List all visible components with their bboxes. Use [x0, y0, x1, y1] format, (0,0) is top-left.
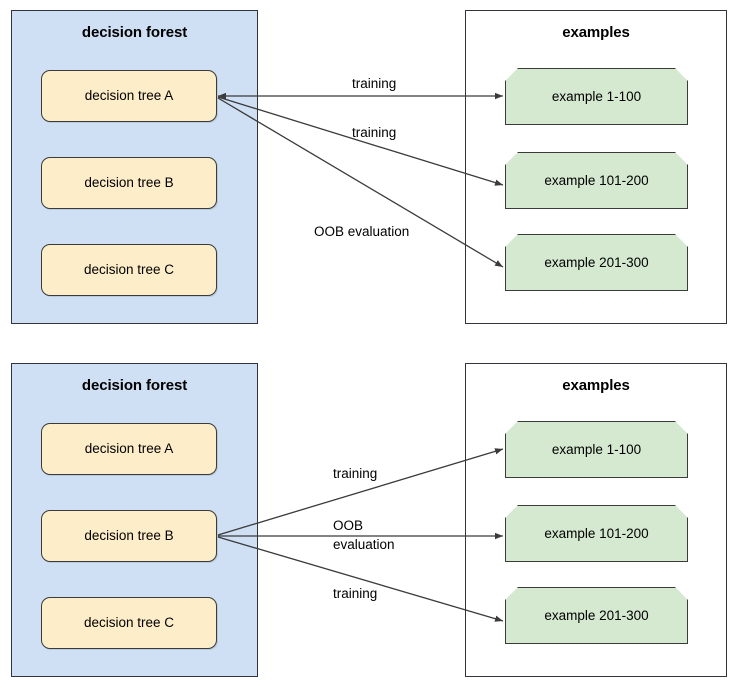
example-201-300-box-top[interactable]: example 201-300: [505, 234, 688, 291]
diagram-top: decision forest decision tree A decision…: [0, 5, 737, 335]
edge-label-oob-evaluation-top: OOB evaluation: [314, 224, 410, 239]
decision-tree-c-label-bottom: decision tree C: [83, 615, 175, 630]
example-201-300-label-bottom: example 201-300: [544, 607, 649, 623]
examples-title-bottom: examples: [562, 377, 630, 394]
decision-tree-b-label-bottom: decision tree B: [84, 528, 174, 543]
decision-tree-a-label-bottom: decision tree A: [84, 441, 174, 456]
decision-tree-a-label-top: decision tree A: [84, 88, 174, 103]
diagram-bottom: decision forest decision tree A decision…: [0, 358, 737, 688]
example-101-200-label-bottom: example 101-200: [544, 525, 649, 541]
example-101-200-box-bottom[interactable]: example 101-200: [505, 505, 688, 562]
decision-tree-c-label-top: decision tree C: [83, 262, 175, 277]
example-201-300-label-top: example 201-300: [544, 254, 649, 270]
example-201-300-box-bottom[interactable]: example 201-300: [505, 587, 688, 644]
example-card-shape: [505, 505, 688, 562]
edge-training-2: [217, 96, 504, 186]
example-1-100-label-top: example 1-100: [551, 88, 642, 104]
decision-forest-title-top: decision forest: [81, 24, 188, 41]
example-101-200-box-top[interactable]: example 101-200: [505, 152, 688, 209]
example-card-shape: [505, 68, 688, 125]
example-card-shape: [505, 152, 688, 209]
decision-tree-c-box-top[interactable]: decision tree C: [41, 244, 217, 296]
example-card-shape: [505, 587, 688, 644]
decision-tree-a-box-top[interactable]: decision tree A: [41, 70, 217, 122]
example-1-100-box-bottom[interactable]: example 1-100: [505, 421, 688, 478]
examples-title-top: examples: [562, 24, 630, 41]
example-1-100-box-top[interactable]: example 1-100: [505, 68, 688, 125]
edge-label-training-1-top: training: [352, 76, 397, 91]
decision-tree-b-box-bottom[interactable]: decision tree B: [41, 510, 217, 562]
example-card-shape: [505, 421, 688, 478]
edge-label-oob-line2-bottom: evaluation: [333, 537, 395, 552]
decision-tree-b-box-top[interactable]: decision tree B: [41, 157, 217, 209]
edge-label-training-2-bottom: training: [333, 586, 378, 601]
decision-tree-b-label-top: decision tree B: [84, 175, 174, 190]
edge-label-training-1-bottom: training: [333, 466, 378, 481]
example-101-200-label-top: example 101-200: [544, 172, 649, 188]
edge-label-oob-line1-bottom: OOB: [333, 518, 364, 533]
decision-tree-c-box-bottom[interactable]: decision tree C: [41, 597, 217, 649]
decision-tree-a-box-bottom[interactable]: decision tree A: [41, 423, 217, 475]
edge-label-training-2-top: training: [352, 125, 397, 140]
decision-forest-title-bottom: decision forest: [81, 377, 188, 394]
edge-oob-evaluation: [217, 97, 504, 268]
example-card-shape: [505, 234, 688, 291]
example-1-100-label-bottom: example 1-100: [551, 441, 642, 457]
